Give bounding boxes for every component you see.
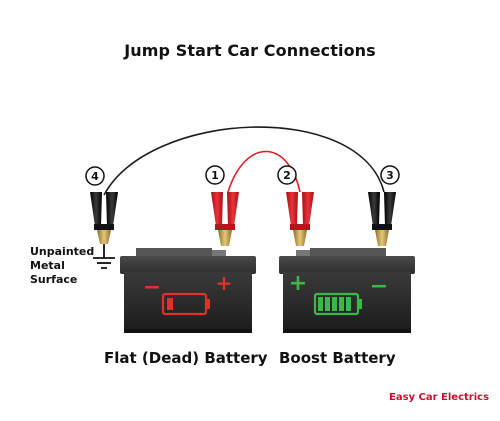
flat-plus-terminal: +	[216, 271, 233, 295]
step-badge-3: 3	[380, 165, 400, 185]
black-clamp-4	[90, 192, 118, 244]
step-2-label: 2	[283, 169, 291, 182]
ground-label-line-3: Surface	[30, 273, 78, 286]
black-clamp-3	[368, 192, 396, 246]
red-clamp-2	[286, 192, 314, 246]
step-badge-4: 4	[85, 166, 105, 186]
boost-plus-terminal: +	[289, 271, 307, 296]
flat-battery-cap	[136, 248, 212, 257]
flat-battery-body	[124, 272, 252, 332]
boost-minus-terminal: −	[370, 274, 388, 299]
boost-battery-cap	[310, 248, 386, 257]
boost-battery: + −	[279, 248, 415, 333]
boost-battery-label: Boost Battery	[279, 349, 396, 367]
page-title: Jump Start Car Connections	[124, 41, 376, 60]
flat-minus-terminal: −	[143, 275, 161, 300]
black-cable	[103, 126, 385, 196]
ground-label: Unpainted Metal Surface	[30, 245, 100, 287]
flat-battery-post-positive	[212, 250, 226, 257]
step-badge-1: 1	[205, 165, 225, 185]
brand-label: Easy Car Electrics	[389, 392, 490, 403]
step-1-label: 1	[211, 169, 219, 182]
red-clamp-1	[211, 192, 239, 246]
step-3-label: 3	[386, 169, 394, 182]
flat-battery: − +	[120, 248, 256, 333]
step-4-label: 4	[91, 170, 99, 183]
flat-charge-level	[167, 298, 173, 310]
ground-icon	[93, 242, 115, 269]
ground-label-line-1: Unpainted	[30, 245, 95, 258]
flat-battery-label: Flat (Dead) Battery	[104, 349, 268, 367]
step-badge-2: 2	[277, 165, 297, 185]
boost-battery-post-positive	[296, 250, 310, 257]
ground-label-line-2: Metal	[30, 259, 65, 272]
flat-battery-top	[120, 256, 256, 274]
boost-battery-top	[279, 256, 415, 274]
boost-charge-level	[318, 297, 351, 311]
